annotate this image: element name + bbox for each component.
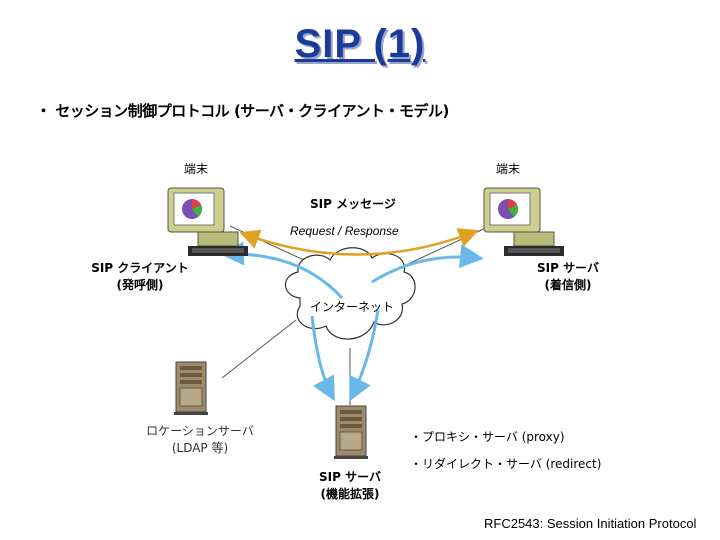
server-types-list: ・プロキシ・サーバ (proxy) ・リダイレクト・サーバ (redirect) <box>410 428 601 472</box>
server-type-redirect: ・リダイレクト・サーバ (redirect) <box>410 457 602 471</box>
sip-client-label-line2: (発呼側) <box>116 278 164 292</box>
bullet-point: ・ セッション制御プロトコル (サーバ・クライアント・モデル) <box>36 102 449 120</box>
terminal-right-icon <box>483 187 564 256</box>
sip-client-label-line1: SIP クライアント <box>91 261 189 275</box>
footer-reference: RFC2543: Session Initiation Protocol <box>484 516 697 531</box>
location-server-icon <box>174 361 208 415</box>
sip-server-extension-line2: (機能拡張) <box>320 487 380 501</box>
sip-server-extension-line1: SIP サーバ <box>319 470 381 484</box>
sip-message-label: SIP メッセージ <box>310 197 396 211</box>
sip-client-label: SIP クライアント (発呼側) <box>80 259 200 293</box>
request-response-arc <box>239 228 479 256</box>
sip-server-label: SIP サーバ (着信側) <box>518 259 618 293</box>
sip-server-extension-icon <box>334 405 368 459</box>
internet-label: インターネット <box>310 300 395 314</box>
sip-server-extension-label: SIP サーバ (機能拡張) <box>300 468 400 502</box>
sip-server-label-line2: (着信側) <box>544 278 592 292</box>
terminal-left-icon <box>167 187 248 256</box>
terminal-left-label: 端末 <box>184 162 209 176</box>
server-type-proxy: ・プロキシ・サーバ (proxy) <box>410 430 565 444</box>
location-server-label: ロケーションサーバ (LDAP 等) <box>130 422 270 456</box>
sip-server-label-line1: SIP サーバ <box>537 261 599 275</box>
location-server-label-line1: ロケーションサーバ <box>146 424 254 438</box>
internet-cloud <box>284 247 416 340</box>
terminal-right-label: 端末 <box>496 162 521 176</box>
request-response-label: Request / Response <box>290 224 399 238</box>
slide-title: SIP (1) <box>294 22 426 66</box>
location-server-label-line2: (LDAP 等) <box>171 441 229 455</box>
